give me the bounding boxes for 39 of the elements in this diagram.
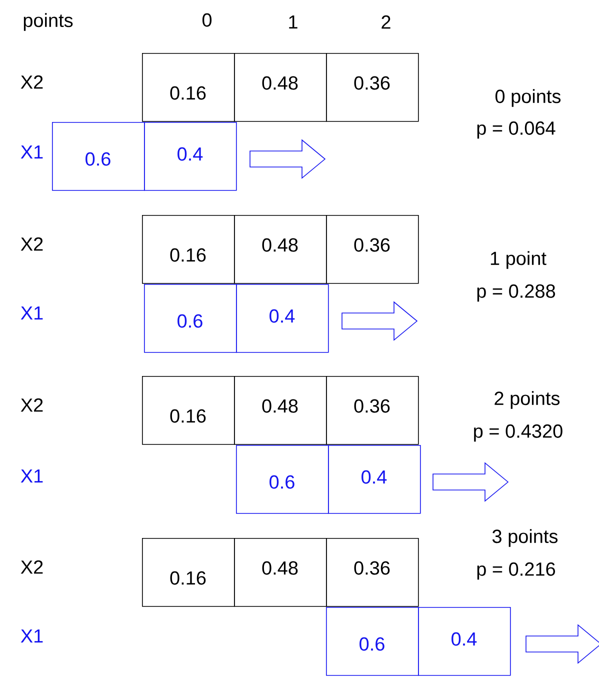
column-label: 1 [289, 15, 298, 29]
table-cell: 0.16 [142, 538, 235, 607]
row-label: X1 [20, 629, 43, 643]
table-cell: 0.6 [52, 122, 145, 191]
table-cell: 0.36 [326, 215, 419, 284]
result-text: 2 points [494, 391, 560, 409]
table-cell: 0.48 [234, 215, 327, 284]
table-cell: 0.48 [234, 538, 327, 607]
table-cell: 0.4 [328, 445, 421, 514]
column-label: 2 [382, 15, 390, 29]
row-label: X2 [20, 237, 43, 251]
result-text: 0 points [495, 89, 561, 107]
row-label: X1 [20, 306, 43, 320]
table-cell: 0.36 [326, 538, 419, 607]
result-text: p = 0.216 [477, 562, 556, 580]
table-cell: 0.16 [142, 215, 235, 284]
row-label: X2 [20, 398, 43, 412]
result-text: p = 0.4320 [474, 424, 562, 442]
table-cell: 0.48 [234, 53, 327, 122]
table-cell: 0.36 [326, 53, 419, 122]
result-text: 3 points [492, 529, 558, 547]
table-cell: 0.4 [144, 122, 237, 191]
table-cell: 0.16 [142, 53, 235, 122]
table-cell: 0.4 [418, 607, 511, 676]
table-cell: 0.36 [326, 376, 419, 445]
row-label: X1 [20, 469, 43, 483]
table-cell: 0.6 [236, 445, 329, 514]
table-cell: 0.48 [234, 376, 327, 445]
row-label: X2 [20, 560, 43, 574]
row-label: X2 [20, 75, 43, 89]
table-cell: 0.6 [144, 284, 237, 353]
result-text: p = 0.288 [477, 284, 556, 302]
axis-label: points [24, 13, 73, 31]
column-label: 0 [202, 13, 212, 27]
table-cell: 0.6 [326, 607, 419, 676]
table-cell: 0.4 [236, 284, 329, 353]
result-text: p = 0.064 [477, 121, 556, 139]
table-cell: 0.16 [142, 376, 235, 445]
result-text: 1 point [490, 251, 546, 269]
